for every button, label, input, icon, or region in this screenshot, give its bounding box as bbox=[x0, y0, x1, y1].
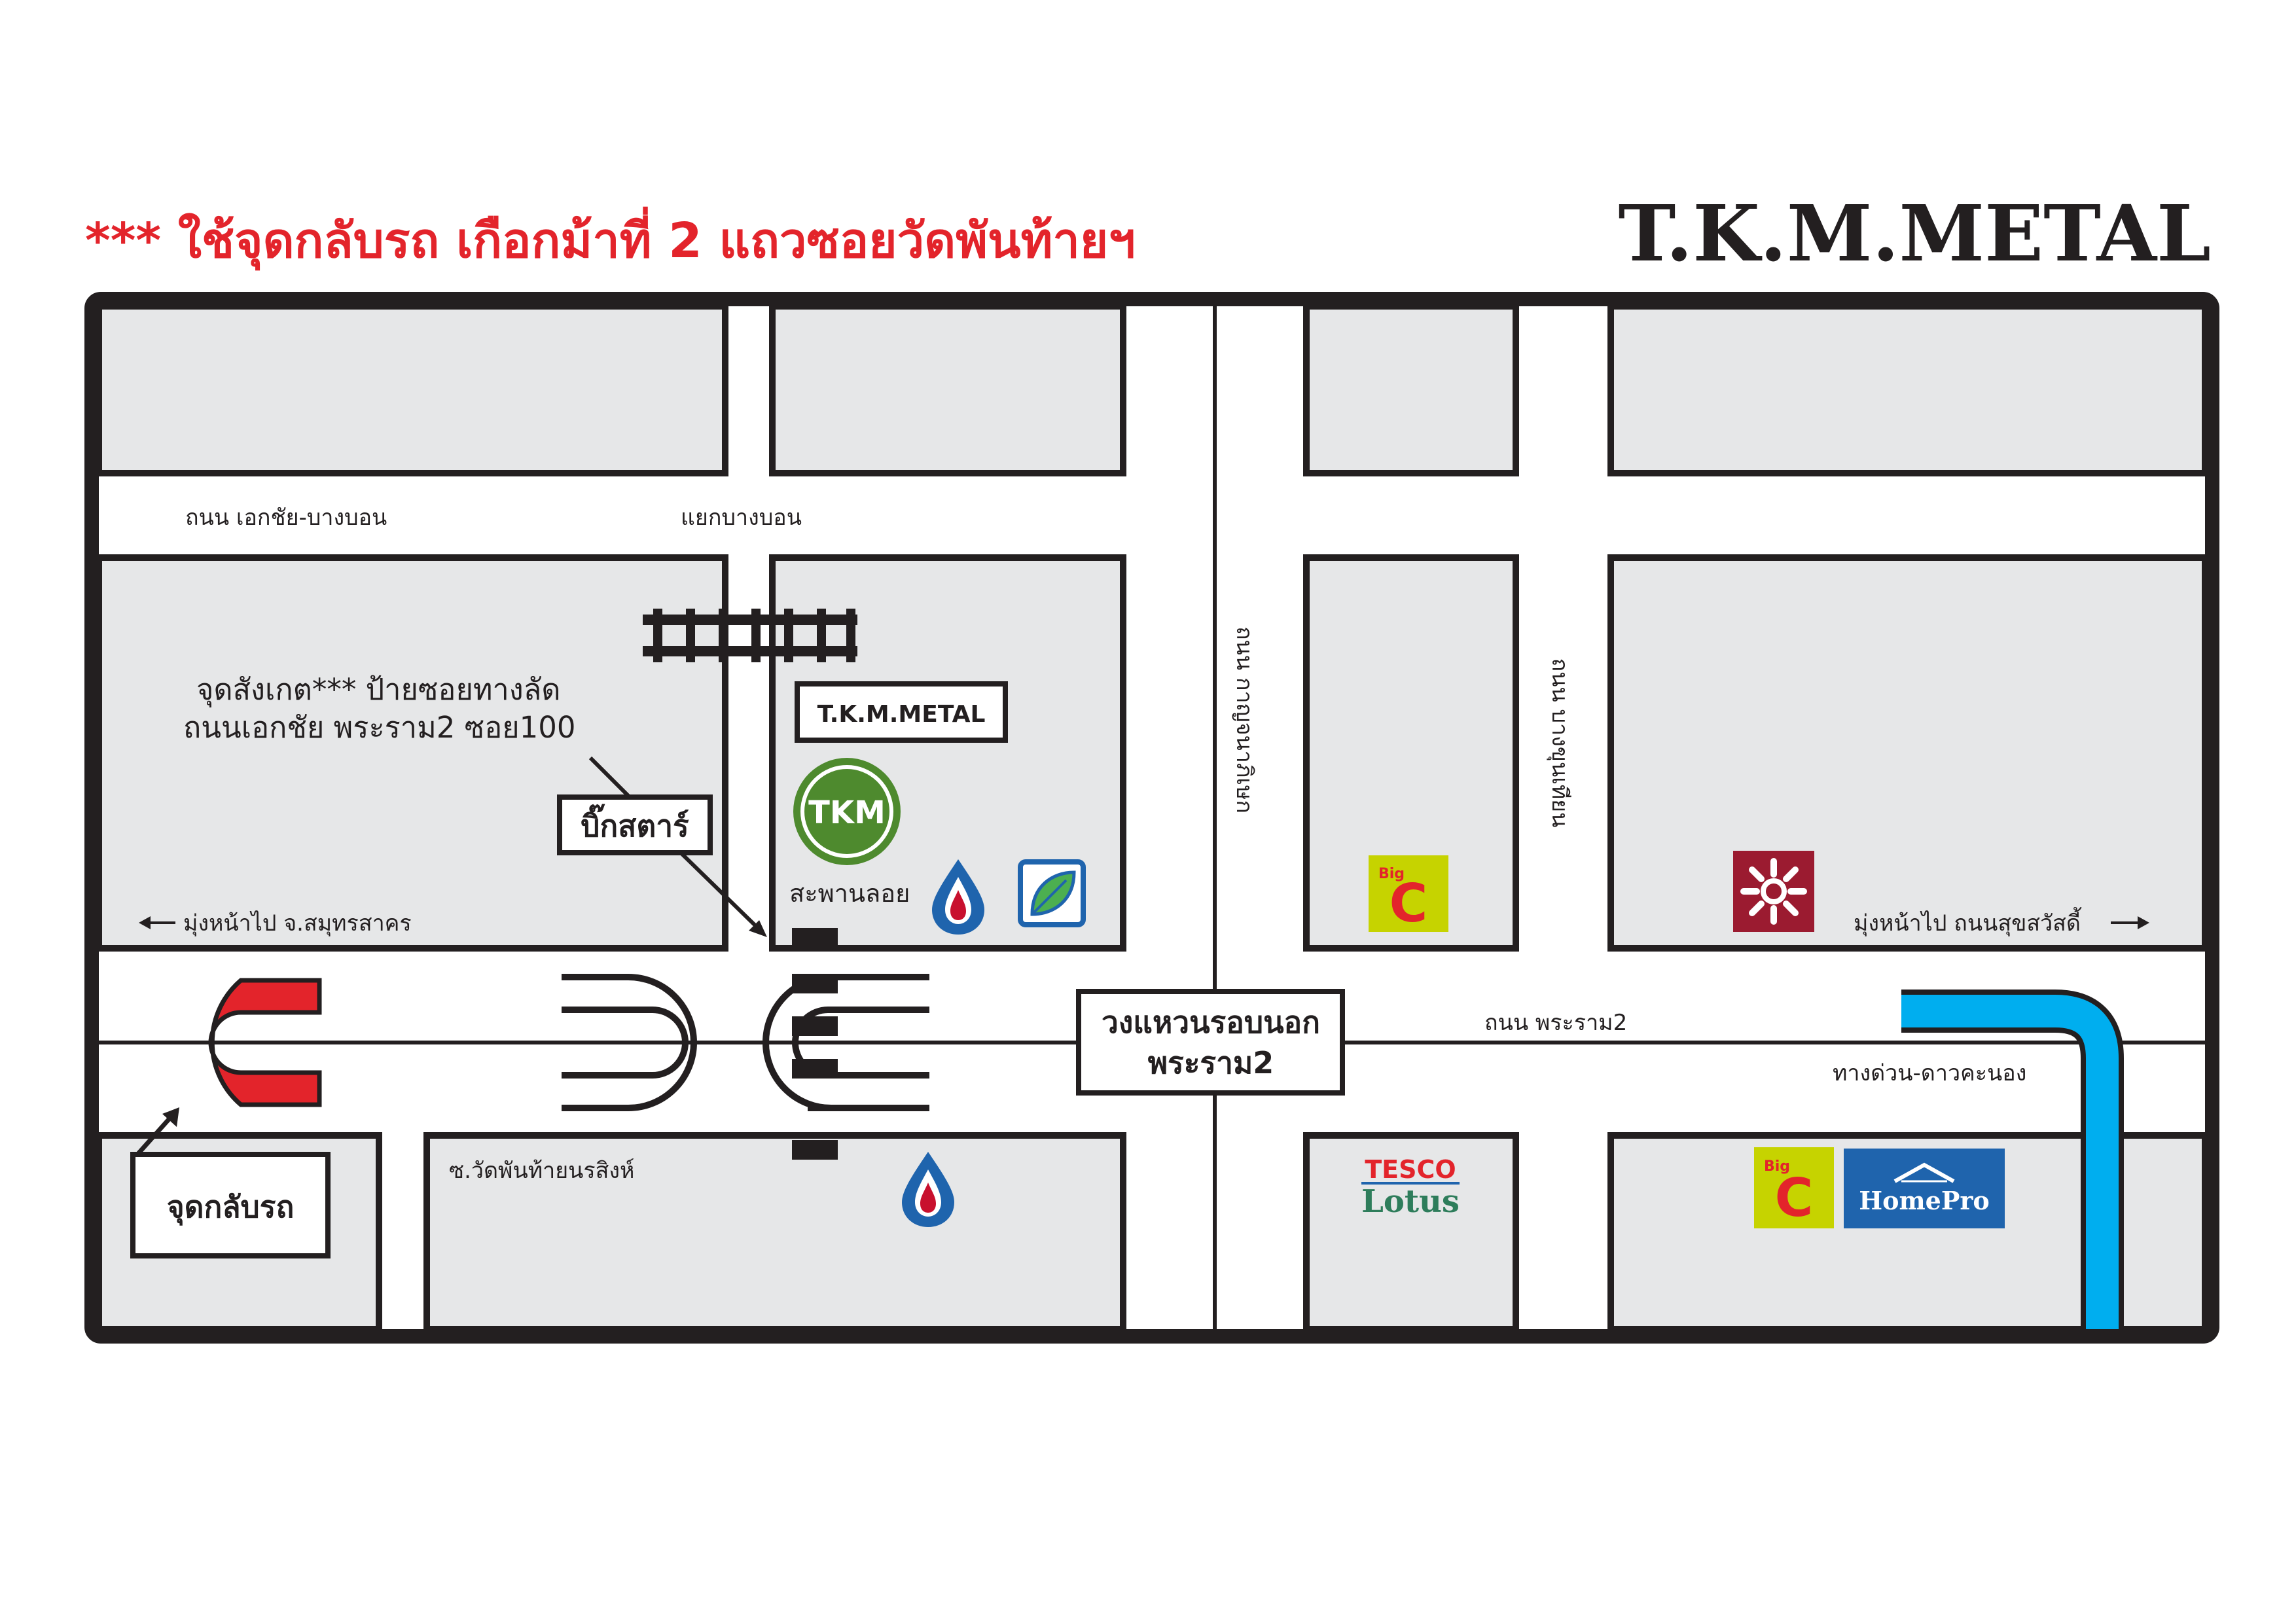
uturn-pointer bbox=[135, 1116, 172, 1156]
landmark-note-line2: ถนนเอกชัย พระราม2 ซอย100 bbox=[183, 710, 576, 745]
tkm-sign-label: T.K.M.METAL bbox=[817, 701, 986, 728]
tesco-word: TESCO bbox=[1365, 1155, 1456, 1184]
road-label-kanchanaphisek: ถนน กาญจนาภิเษก bbox=[1231, 626, 1257, 813]
tesco-lotus-logo: TESCO Lotus bbox=[1361, 1155, 1460, 1220]
central-sun-icon bbox=[1733, 851, 1814, 932]
bangchak-leaf-icon bbox=[1018, 859, 1086, 927]
landmark-note-line1: จุดสังเกต*** ป้ายซอยทางลัด bbox=[196, 672, 561, 707]
direction-to-suksawat: มุ่งหน้าไป ถนนสุขสวัสดี้ bbox=[1854, 907, 2149, 936]
expressway-ramp-fill bbox=[1901, 995, 2119, 1329]
block-top-4 bbox=[1607, 303, 2208, 476]
bigc-word: Big bbox=[1378, 866, 1405, 882]
uturn-sign bbox=[130, 1152, 331, 1258]
direction-label-suksawat: มุ่งหน้าไป ถนนสุขสวัสดี้ bbox=[1854, 907, 2082, 936]
bigc-letter: C bbox=[1390, 873, 1428, 934]
bigc-word: Big bbox=[1764, 1158, 1790, 1175]
ring-road-line2: พระราม2 bbox=[1148, 1045, 1274, 1080]
ptt-droplet-icon bbox=[902, 1152, 954, 1227]
landmark-pointer bbox=[588, 756, 632, 799]
block-bot-3 bbox=[1303, 1132, 1519, 1332]
uturn-label: จุดกลับรถ bbox=[167, 1189, 295, 1226]
road-label-soi-wat-phan-thai: ซ.วัดพันท้ายนรสิงห์ bbox=[449, 1158, 634, 1184]
bigc-letter: C bbox=[1775, 1168, 1814, 1228]
road-centerlines bbox=[99, 306, 2205, 1329]
railway-tracks-icon bbox=[643, 609, 857, 662]
lotus-word: Lotus bbox=[1361, 1183, 1460, 1220]
tkm-badge-label: TKM bbox=[808, 794, 886, 831]
tkm-badge bbox=[793, 758, 901, 865]
road-label-expressway: ทางด่วน-ดาวคะนอง bbox=[1833, 1060, 2026, 1086]
ring-road-sign bbox=[1076, 989, 1345, 1096]
arrow-right-icon bbox=[2138, 916, 2149, 929]
homepro-logo: HomePro bbox=[1844, 1149, 2005, 1228]
brand-title: T.K.M.METAL bbox=[1619, 188, 2211, 279]
road-label-ekkachai-bangbon: ถนน เอกชัย-บางบอน bbox=[185, 505, 387, 531]
ring-road-line1: วงแหวนรอบนอก bbox=[1102, 1005, 1320, 1040]
tkm-sign bbox=[795, 681, 1008, 743]
direction-label-samut-sakhon: มุ่งหน้าไป จ.สมุทรสาคร bbox=[183, 910, 412, 936]
homepro-word: HomePro bbox=[1859, 1186, 1990, 1215]
road-label-rama2: ถนน พระราม2 bbox=[1484, 1010, 1627, 1036]
block-mid-4 bbox=[1607, 554, 2208, 952]
uturn-outline-marker bbox=[562, 974, 697, 1111]
big-star-pointer bbox=[679, 851, 761, 931]
block-top-1 bbox=[96, 303, 728, 476]
footbridge-junction bbox=[762, 928, 929, 1160]
direction-to-samut-sakhon: มุ่งหน้าไป จ.สมุทรสาคร bbox=[139, 910, 412, 936]
house-roof-icon bbox=[1893, 1162, 1955, 1183]
uturn-pointer-head bbox=[162, 1107, 179, 1127]
footbridge-icon bbox=[792, 928, 838, 1160]
uturn-notice: *** ใช้จุดกลับรถ เกือกม้าที่ 2 แถวซอยวัด… bbox=[85, 206, 1136, 271]
tkm-badge-ring bbox=[800, 765, 893, 858]
big-star-label: บิ๊กสตาร์ bbox=[581, 804, 689, 844]
bigc-logo-bottom: Big C bbox=[1754, 1147, 1834, 1228]
bigc-logo-top: Big C bbox=[1369, 855, 1448, 934]
block-top-2 bbox=[769, 303, 1126, 476]
road-label-bangbon-junction: แยกบางบอน bbox=[681, 505, 802, 531]
big-star-pointer-head bbox=[749, 920, 767, 937]
ptt-droplet-icon bbox=[932, 859, 984, 935]
block-top-3 bbox=[1303, 303, 1519, 476]
uturn-red-marker bbox=[208, 978, 322, 1107]
block-bot-2 bbox=[423, 1132, 1126, 1332]
arrow-left-icon bbox=[139, 916, 151, 929]
bridge-label: สะพานลอย bbox=[789, 879, 910, 908]
block-mid-1 bbox=[96, 554, 728, 952]
road-label-bangkhun-thian: ถนน บางขุนเทียน bbox=[1547, 658, 1573, 828]
big-star-sign bbox=[557, 794, 713, 855]
